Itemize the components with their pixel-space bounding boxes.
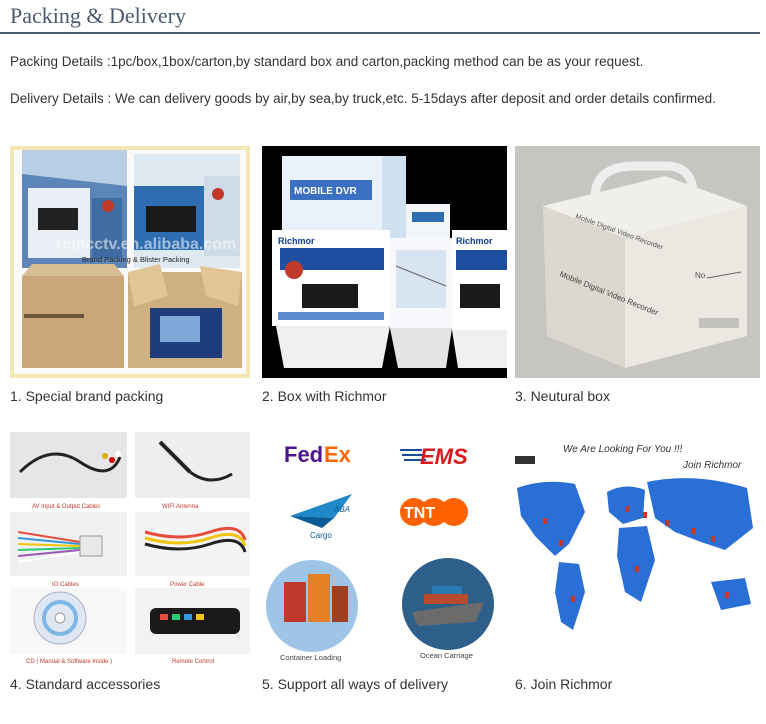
richmor-box-image: MOBILE DVR Richmor Richmor bbox=[262, 146, 507, 378]
delivery-details: Delivery Details : We can delivery goods… bbox=[10, 90, 750, 108]
cd-label: CD ( Manual & Software Inside ) bbox=[26, 659, 112, 665]
tnt-logo: TNT bbox=[400, 498, 468, 526]
brand-text-left: Richmor bbox=[278, 236, 315, 246]
container-loading-label: Container Loading bbox=[280, 653, 341, 662]
aba-text: ABA bbox=[333, 505, 350, 514]
ems-logo: EMS bbox=[400, 444, 468, 469]
section-title: Packing & Delivery bbox=[10, 3, 186, 28]
delivery-image: Fed Ex EMS ABA Cargo TNT Container Loadi… bbox=[262, 432, 507, 667]
caption-join-richmor: 6. Join Richmor bbox=[515, 676, 613, 692]
remote-label: Remote Control bbox=[172, 659, 214, 665]
neutral-box-image: Mobile Digital Video Recorder Mobile Dig… bbox=[515, 146, 760, 378]
delivery-label: Delivery Details : bbox=[10, 91, 112, 106]
packing-details: Packing Details :1pc/box,1box/carton,by … bbox=[10, 53, 750, 71]
accessories-image: AV Input & Output Cables WIFI Antenna IO… bbox=[10, 432, 250, 667]
aba-cargo-logo: ABA Cargo bbox=[290, 494, 352, 540]
av-cables-label: AV Input & Output Cables bbox=[32, 504, 100, 510]
packing-label: Packing Details bbox=[10, 54, 104, 69]
ocean-carriage-label: Ocean Carriage bbox=[420, 651, 473, 660]
tnt-text: TNT bbox=[404, 505, 435, 522]
fedex-fed-text: Fed bbox=[284, 442, 323, 467]
product-text-top: MOBILE DVR bbox=[294, 186, 358, 197]
caption-special-brand-packing: 1. Special brand packing bbox=[10, 388, 164, 404]
brand-packing-image: rcmcctv.en.alibaba.com Brand Packing & B… bbox=[10, 146, 250, 378]
packing-overlay-text: Brand Packing & Blister Packing bbox=[82, 255, 190, 264]
caption-delivery-methods: 5. Support all ways of delivery bbox=[262, 676, 448, 692]
power-cable-label: Power Cable bbox=[170, 582, 205, 588]
watermark-text: rcmcctv.en.alibaba.com bbox=[56, 236, 236, 253]
brand-text-right: Richmor bbox=[456, 236, 493, 246]
caption-neutral-box: 3. Neutural box bbox=[515, 388, 610, 404]
caption-standard-accessories: 4. Standard accessories bbox=[10, 676, 161, 692]
join-headline: We Are Looking For You !!! bbox=[563, 444, 683, 455]
fedex-ex-text: Ex bbox=[324, 442, 352, 467]
io-cables-label: IO Cables bbox=[52, 582, 79, 588]
delivery-text: We can delivery goods by air,by sea,by t… bbox=[115, 91, 716, 106]
cargo-text: Cargo bbox=[310, 531, 332, 540]
join-richmor-image: We Are Looking For You !!! Join Richmor bbox=[515, 432, 760, 667]
ems-text: EMS bbox=[420, 444, 468, 469]
box-no-label: No bbox=[695, 271, 706, 280]
join-subtitle: Join Richmor bbox=[682, 460, 742, 471]
section-header: Packing & Delivery bbox=[0, 0, 760, 34]
packing-text: :1pc/box,1box/carton,by standard box and… bbox=[106, 54, 644, 69]
caption-box-with-richmor: 2. Box with Richmor bbox=[262, 388, 387, 404]
wifi-antenna-label: WIFI Antenna bbox=[162, 504, 199, 510]
world-map bbox=[517, 478, 753, 630]
